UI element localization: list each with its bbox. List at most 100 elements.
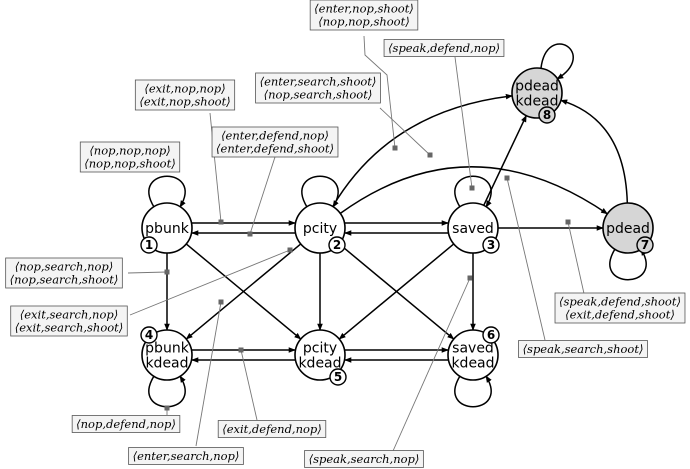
state-label: kdead [515, 94, 558, 110]
transition-label-box [554, 292, 686, 324]
leader-enter-search-nop-marker [218, 299, 224, 305]
transition-label: ⟨speak,search,nop⟩ [304, 450, 424, 468]
state-circle [447, 329, 499, 381]
leader-nop-search-nop [127, 271, 168, 274]
state-number: 1 [145, 238, 153, 252]
transition-label: ⟨enter,nop,shoot⟩⟨nop,nop,shoot⟩ [309, 0, 419, 31]
state-number-badge [328, 236, 346, 254]
state-number: 2 [333, 238, 341, 252]
transition-label-box [383, 39, 505, 57]
leader-speak-defend-shoot [567, 221, 586, 299]
loop-n3 [454, 175, 492, 208]
state-label: kdead [298, 356, 341, 372]
state-number: 6 [487, 328, 495, 342]
leaders-layer [127, 35, 586, 452]
transition-label-line: ⟨speak,defend,shoot⟩ [559, 295, 681, 309]
leader-exit-search-nop-marker [287, 247, 293, 253]
state-label: pbunk [145, 221, 190, 237]
transition-label-box [518, 340, 648, 358]
transition-label-line: ⟨exit,defend,shoot⟩ [565, 308, 675, 322]
loop-n7 [609, 248, 647, 281]
state-number: 5 [334, 370, 342, 384]
loop-n2 [301, 175, 339, 208]
loop-n1 [148, 175, 186, 208]
transition-label-line: ⟨enter,defend,shoot⟩ [216, 142, 334, 156]
state-label: pcity [303, 341, 337, 357]
state-number: 8 [543, 108, 551, 122]
leader-enter-defend-nop-marker [247, 231, 253, 237]
state-circle [511, 67, 563, 119]
leader-speak-search-shoot [506, 177, 546, 341]
edge-n2-n8 [332, 93, 513, 207]
transition-label-line: ⟨exit,nop,nop⟩ [144, 82, 225, 96]
transition-label: ⟨enter,search,nop⟩ [128, 447, 244, 465]
state-number-badge [538, 106, 556, 124]
transition-label-box [211, 126, 339, 158]
edge-n3-n8 [483, 114, 527, 206]
transition-label-box [255, 72, 381, 104]
transition-label-line: ⟨enter,search,nop⟩ [133, 449, 240, 463]
transition-label-line: ⟨nop,nop,nop⟩ [89, 144, 170, 158]
state-label: kdead [451, 356, 494, 372]
state-number: 3 [487, 238, 495, 252]
state-number-badge [329, 368, 347, 386]
state-circle [141, 329, 193, 381]
leader-speak-search-shoot-marker [504, 175, 510, 181]
transition-label: ⟨speak,search,shoot⟩ [518, 340, 648, 358]
labels-layer: ⟨enter,nop,shoot⟩⟨nop,nop,shoot⟩ ⟨speak,d… [5, 0, 686, 468]
loop-n6 [454, 375, 492, 408]
state-number-badge [636, 236, 654, 254]
transition-label-line: ⟨exit,defend,nop⟩ [222, 422, 322, 436]
leader-exit-nop-nop-marker [218, 219, 224, 225]
transition-label: ⟨exit,nop,nop⟩⟨exit,nop,shoot⟩ [134, 79, 236, 111]
leader-speak-search-nop [392, 277, 471, 452]
leader-exit-defend-nop-marker [238, 347, 244, 353]
transition-label-line: ⟨nop,search,nop⟩ [15, 260, 114, 274]
leader-enter-search-shoot [379, 107, 431, 156]
transition-label-line: ⟨speak,search,shoot⟩ [523, 342, 644, 356]
leader-exit-defend-nop [240, 349, 258, 421]
leader-speak-defend-shoot-marker [565, 219, 571, 225]
state-number-badge [140, 326, 158, 344]
state-number: 7 [641, 238, 649, 252]
state-number-badge [482, 236, 500, 254]
leader-enter-search-nop [195, 301, 222, 447]
transition-label-line: ⟨enter,nop,shoot⟩ [314, 2, 414, 16]
transition-label-box [128, 447, 244, 465]
transition-label: ⟨speak,defend,shoot⟩⟨exit,defend,shoot⟩ [554, 292, 686, 324]
state-circle [294, 329, 346, 381]
transition-label: ⟨nop,search,nop⟩⟨nop,search,shoot⟩ [5, 257, 123, 289]
state-label: pdead [606, 221, 650, 237]
transition-label: ⟨nop,defend,nop⟩ [71, 415, 181, 433]
transition-label: ⟨exit,search,nop⟩⟨exit,search,shoot⟩ [10, 305, 128, 337]
state-label: saved [452, 221, 494, 237]
leader-speak-defend-nop [454, 56, 473, 189]
transition-label-box [217, 420, 327, 438]
edge-n2-n4 [185, 243, 302, 340]
transition-label-line: ⟨nop,search,shoot⟩ [264, 88, 373, 102]
state-number-badge [140, 236, 158, 254]
transition-label-box [309, 0, 419, 31]
transition-label-line: ⟨nop,search,shoot⟩ [10, 273, 119, 287]
transition-label: ⟨enter,search,shoot⟩⟨nop,search,shoot⟩ [255, 72, 381, 104]
leader-enter-nop-shoot-marker [392, 145, 398, 151]
transition-label-box [10, 305, 128, 337]
edge-n2-n7 [339, 166, 608, 215]
transition-label-box [134, 79, 236, 111]
leader-speak-defend-nop-marker [469, 185, 475, 191]
leader-nop-search-nop-marker [164, 269, 170, 275]
state-label: pbunk [145, 341, 190, 357]
state-number: 4 [145, 328, 153, 342]
leader-enter-search-shoot-marker [427, 152, 433, 158]
transition-label-line: ⟨enter,search,shoot⟩ [260, 75, 377, 89]
transition-label-box [79, 141, 181, 173]
